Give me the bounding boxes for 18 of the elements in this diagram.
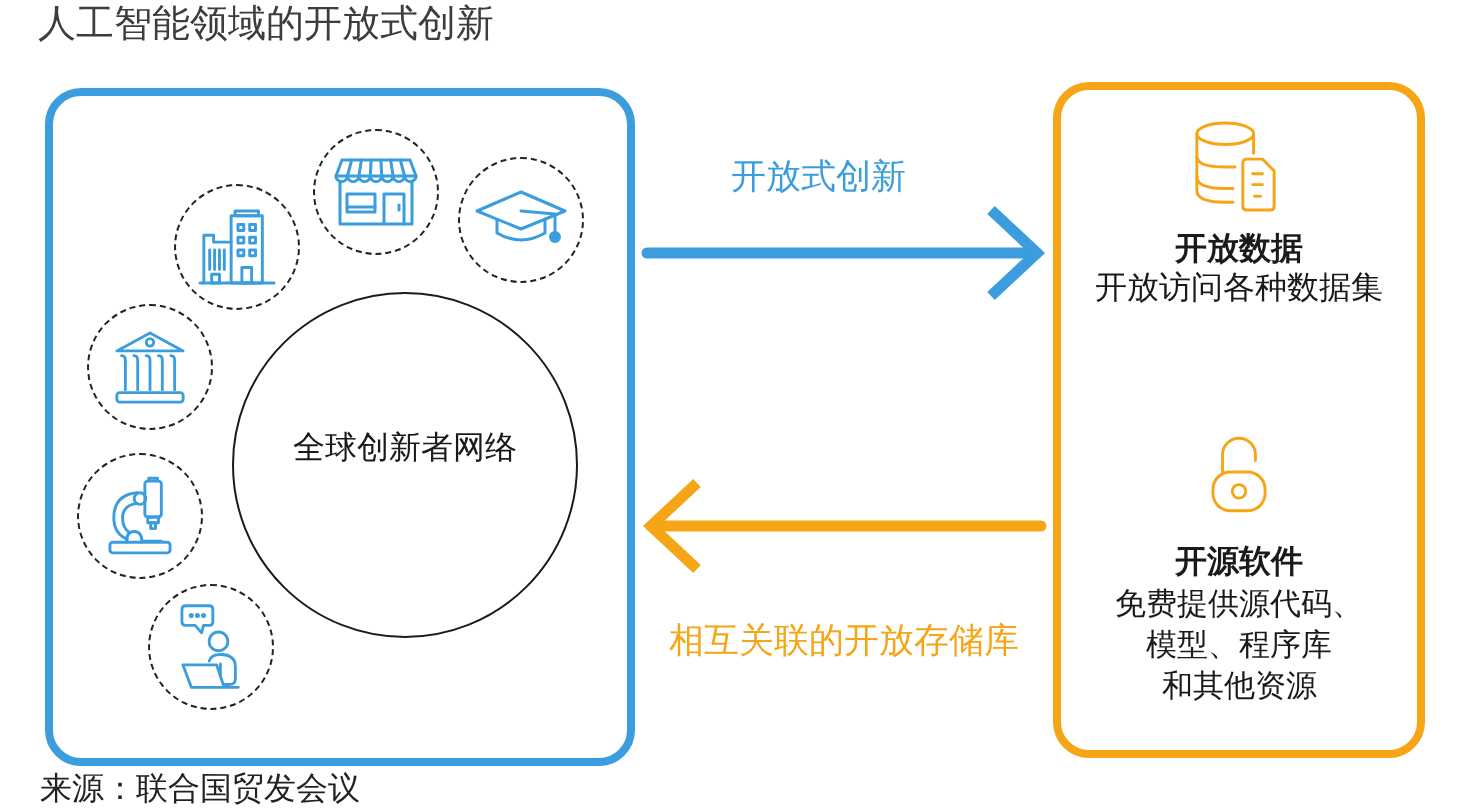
description: 开放访问各种数据集: [1094, 268, 1384, 306]
description: 免费提供源代码、模型、程序库和其他资源: [1115, 584, 1363, 705]
arrow: [641, 204, 1043, 302]
dashed-circle: [87, 304, 213, 430]
dashed-circle: [148, 584, 274, 710]
dashed-circle: [174, 184, 300, 310]
circle: [232, 292, 578, 638]
rounded-panel: [1053, 82, 1425, 758]
dashed-circle: [77, 453, 203, 579]
arrow: [645, 477, 1047, 575]
dashed-circle: [458, 157, 584, 283]
section-heading: 开放数据: [1174, 229, 1304, 267]
dashed-circle: [313, 129, 439, 255]
section-heading: 开源软件: [1174, 542, 1304, 580]
source-note: 来源：联合国贸发会议: [40, 768, 360, 808]
node-label: 全球创新者网络: [292, 427, 518, 467]
title: 人工智能领域的开放式创新: [38, 0, 494, 46]
rounded-panel: [45, 88, 635, 766]
